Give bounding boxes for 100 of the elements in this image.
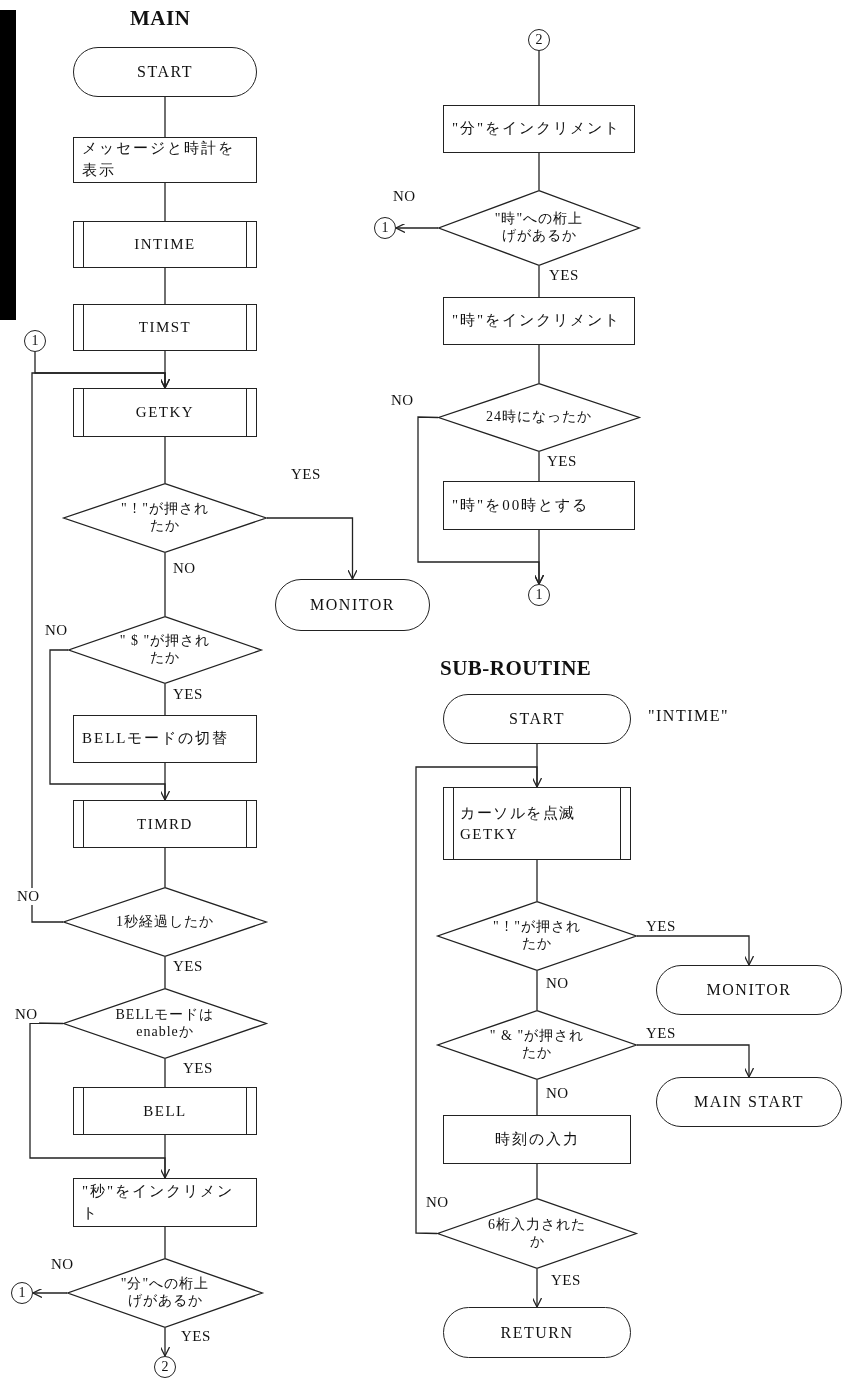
process-box xyxy=(73,1178,257,1227)
flow-arrow xyxy=(636,1044,755,1078)
flow-line xyxy=(538,152,540,191)
flow-arrow xyxy=(31,372,171,923)
process-box xyxy=(443,481,635,530)
connector-number: 1 xyxy=(381,220,389,236)
flow-line xyxy=(536,859,538,902)
connector-number: 1 xyxy=(31,333,39,349)
edge-label: NO xyxy=(16,888,41,905)
terminal-label: START xyxy=(509,710,565,728)
decision-diamond xyxy=(68,616,262,684)
flow-arrow xyxy=(29,1022,171,1179)
flow-line xyxy=(164,1226,166,1259)
subroutine-label: カーソルを点滅 GETKY xyxy=(460,803,577,844)
decision-label: 6桁入力されたか xyxy=(487,1216,587,1251)
connector-circle xyxy=(528,584,550,606)
process-label: "分"をインクリメント xyxy=(452,119,622,139)
flow-arrow xyxy=(49,649,171,801)
connector-circle xyxy=(154,1356,176,1378)
process-box xyxy=(443,297,635,345)
flow-line xyxy=(164,847,166,888)
flow-arrow xyxy=(266,517,358,580)
flow-arrow xyxy=(395,222,439,234)
terminal-label: START xyxy=(137,63,193,81)
flow-line xyxy=(164,683,166,716)
subroutine-label: INTIME xyxy=(134,235,196,254)
section-heading: SUB-ROUTINE xyxy=(440,656,592,681)
process-box xyxy=(443,1115,631,1164)
decision-diamond xyxy=(63,988,267,1059)
terminal-label: RETURN xyxy=(500,1323,574,1342)
flow-arrow xyxy=(531,1268,543,1308)
subroutine-label: TIMRD xyxy=(137,814,193,834)
connector-number: 1 xyxy=(535,587,543,603)
connector-circle xyxy=(374,217,396,239)
decision-diamond xyxy=(438,383,640,452)
decision-label: " ! "が押されたか xyxy=(491,919,583,953)
flow-line xyxy=(164,956,166,989)
decision-label: " $ "が押されたか xyxy=(118,633,212,667)
decision-label: 1秒経過したか xyxy=(115,913,215,931)
decision-diamond xyxy=(63,483,267,553)
flow-line xyxy=(164,267,166,305)
decision-diamond xyxy=(437,1010,637,1080)
flow-line xyxy=(164,762,166,801)
flow-arrow xyxy=(32,1287,68,1299)
subroutine-label: GETKY xyxy=(135,403,195,422)
flow-line xyxy=(164,436,166,484)
process-label: BELLモードの切替 xyxy=(82,729,230,749)
flow-line xyxy=(538,50,540,106)
side-note: "INTIME" xyxy=(648,707,730,725)
flow-arrow xyxy=(159,1327,171,1357)
connector-circle xyxy=(528,29,550,51)
process-label: 時刻の入力 xyxy=(494,1129,580,1149)
section-heading: MAIN xyxy=(130,6,191,31)
decision-label: "時"への桁上げがあるか xyxy=(493,211,585,245)
flow-line xyxy=(164,1058,166,1088)
process-label: "秒"をインクリメント xyxy=(82,1181,236,1223)
subroutine-box xyxy=(73,800,257,848)
edge-label: NO xyxy=(14,1006,39,1023)
flow-arrow xyxy=(415,766,543,1235)
subroutine-box xyxy=(73,221,257,268)
process-box xyxy=(443,105,635,153)
process-label: "時"をインクリメント xyxy=(452,311,622,331)
flow-line xyxy=(164,552,166,617)
flow-arrow xyxy=(417,416,545,585)
connector-number: 1 xyxy=(18,1285,26,1301)
connector-number: 2 xyxy=(161,1359,169,1375)
subroutine-box xyxy=(73,304,257,351)
process-label: "時"を00時とする xyxy=(452,495,590,515)
process-box xyxy=(73,715,257,763)
process-box xyxy=(73,137,257,183)
flow-line xyxy=(538,344,540,384)
decision-diamond xyxy=(438,190,640,266)
connector-number: 2 xyxy=(535,32,543,48)
connector-circle xyxy=(24,330,46,352)
decision-label: " ! "が押されたか xyxy=(119,501,211,535)
flow-line xyxy=(538,265,540,298)
flow-line xyxy=(164,1134,166,1179)
flow-line xyxy=(536,1163,538,1199)
flow-line xyxy=(536,1079,538,1116)
subroutine-label: BELL xyxy=(143,1101,187,1121)
decision-diamond xyxy=(63,887,267,957)
subroutine-label: TIMST xyxy=(138,318,192,337)
subroutine-box xyxy=(73,388,257,437)
process-label: メッセージと時計を表示 xyxy=(82,139,236,180)
terminal-label: MONITOR xyxy=(310,596,395,614)
subroutine-box xyxy=(443,787,631,860)
flow-line xyxy=(536,970,538,1011)
decision-diamond xyxy=(437,901,637,971)
decision-label: BELLモードはenableか xyxy=(114,1006,216,1041)
flow-line xyxy=(164,96,166,138)
decision-label: "分"への桁上げがあるか xyxy=(119,1276,211,1310)
decision-label: 24時になったか xyxy=(485,409,593,426)
flow-arrow xyxy=(636,935,755,966)
subroutine-box xyxy=(73,1087,257,1135)
flow-line xyxy=(538,451,540,482)
terminal-label: MAIN START xyxy=(693,1093,805,1111)
terminal-label: MONITOR xyxy=(706,981,792,999)
flow-line xyxy=(164,182,166,222)
connector-circle xyxy=(11,1282,33,1304)
decision-label: " & "が押されたか xyxy=(489,1028,585,1062)
